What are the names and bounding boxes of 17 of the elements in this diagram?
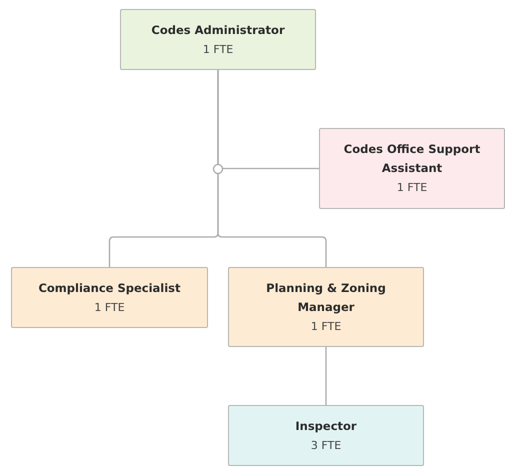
org-box <box>228 267 424 347</box>
org-box <box>120 9 316 70</box>
staff-count: 1 FTE <box>94 300 125 316</box>
staff-count: 1 FTE <box>396 180 428 196</box>
role-title: Codes Office Support Assistant <box>342 141 482 177</box>
org-box <box>319 128 505 209</box>
staff-count: 3 FTE <box>310 438 342 454</box>
role-title: Inspector <box>295 418 357 434</box>
staff-count: 1 FTE <box>310 318 342 334</box>
connector-line <box>217 70 327 267</box>
role-title: Planning & Zoning Manager <box>265 280 387 316</box>
org-box <box>11 267 208 328</box>
role-title: Compliance Specialist <box>38 280 181 296</box>
connector-line <box>325 347 327 405</box>
org-box <box>228 405 424 466</box>
staff-count: 1 FTE <box>202 42 234 58</box>
role-title: Codes Administrator <box>151 22 285 38</box>
